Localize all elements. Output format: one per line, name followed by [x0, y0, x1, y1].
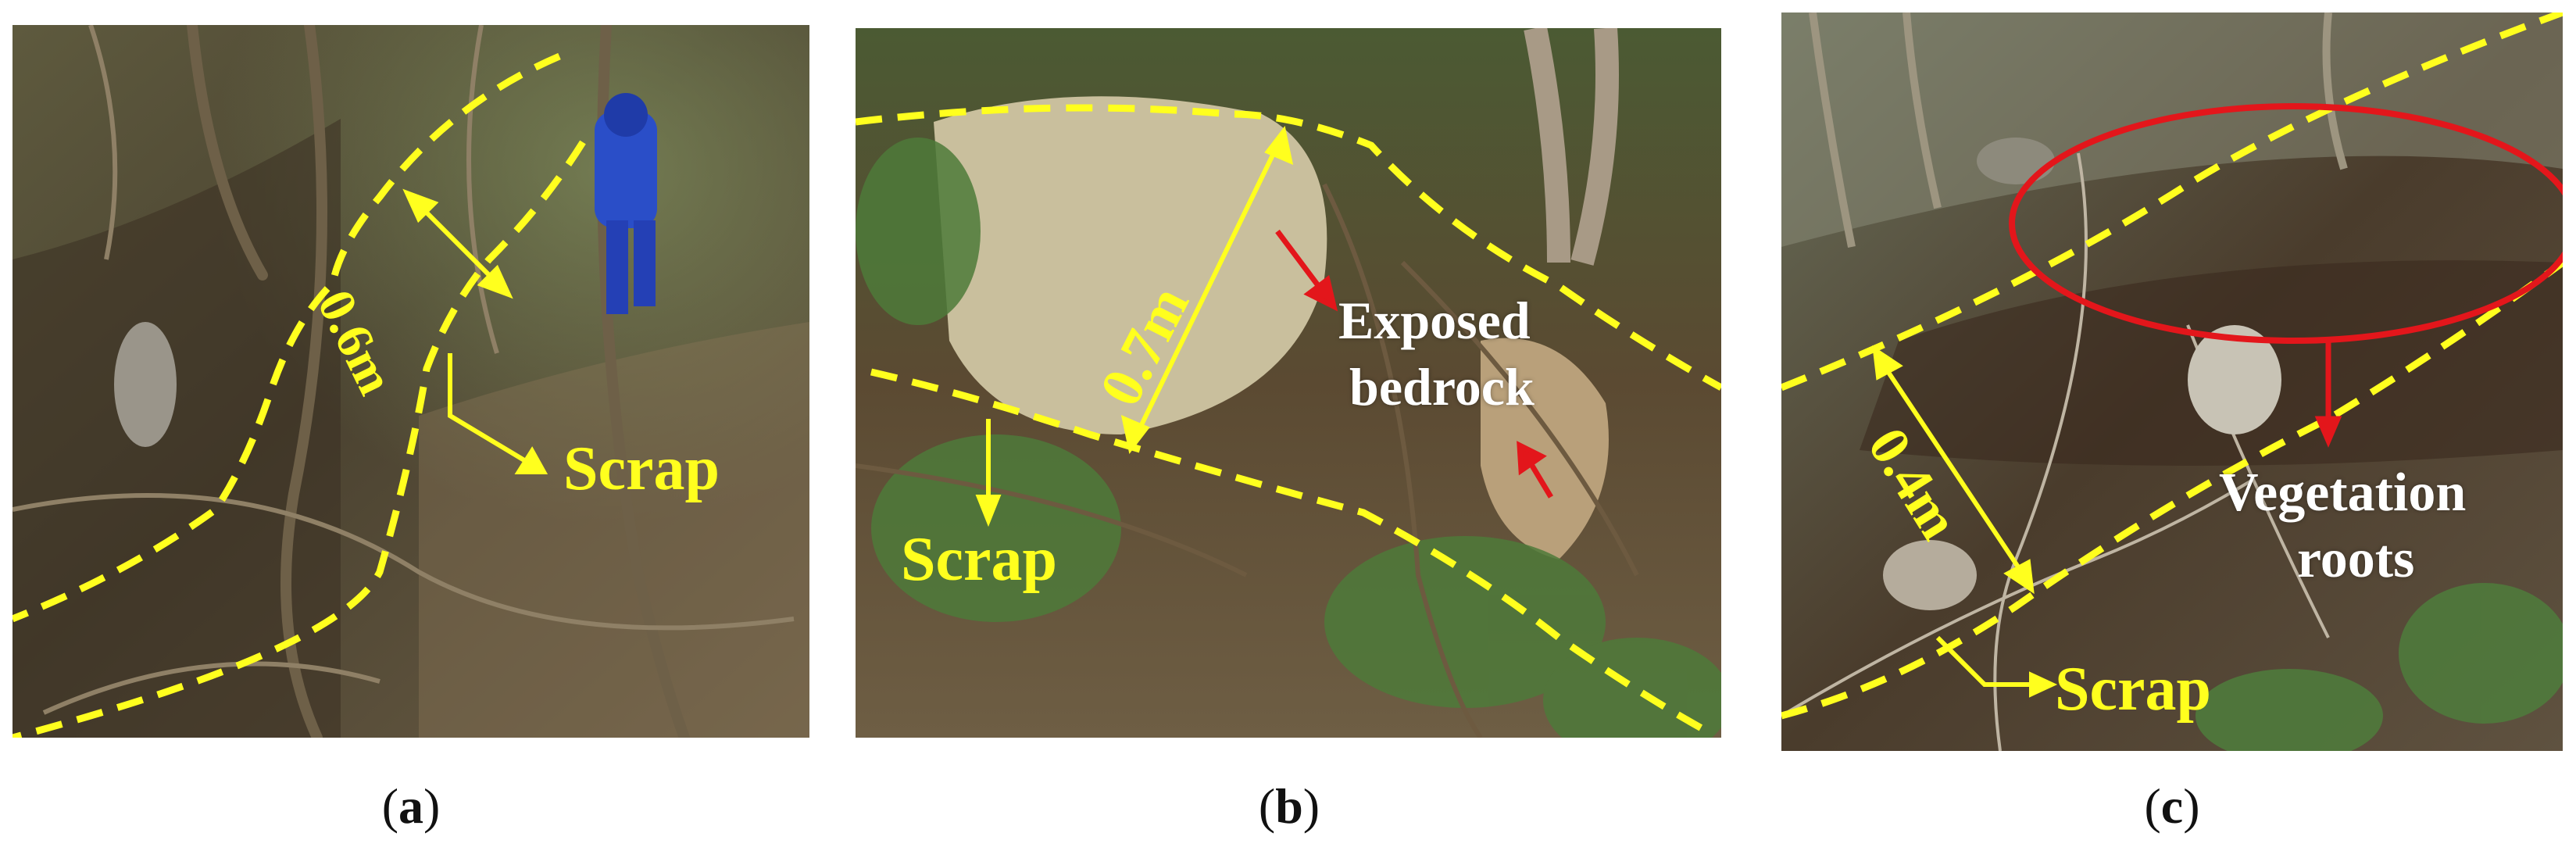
vegetation-label-line2: roots	[2297, 529, 2415, 589]
bedrock-face	[934, 96, 1327, 434]
caption-c: (c)	[2144, 778, 2200, 834]
scrap-boundary-a	[13, 52, 586, 738]
bedrock-label-line1: Exposed	[1338, 291, 1531, 350]
bedrock-label-line2: bedrock	[1349, 357, 1535, 416]
forest-slope-photo-b	[856, 28, 1721, 738]
measure-arrow-c	[1872, 345, 2035, 595]
photo-panel-a: 0.6m Scrap	[13, 25, 809, 738]
scrap-label-c: Scrap	[2055, 655, 2211, 724]
roots-arrow	[2314, 341, 2342, 448]
scrap-boundary-c	[1781, 13, 2563, 720]
scrap-pointer-b	[975, 419, 1002, 527]
measure-arrow-a	[402, 188, 513, 299]
caption-a: (a)	[381, 778, 441, 834]
bedrock-arrows	[1275, 229, 1554, 499]
scrap-label-b: Scrap	[901, 525, 1057, 594]
scrap-pointer-a	[448, 353, 548, 474]
forest-slope-photo-c	[1781, 13, 2563, 751]
vegetation-label-line1: Vegetation	[2219, 463, 2467, 523]
photo-panel-b: 0.7m Exposed bedrock Scrap	[856, 28, 1721, 738]
measure-arrow-b	[1120, 126, 1294, 454]
scrap-pointer-c	[1935, 635, 2058, 698]
forest-slope-photo-a	[13, 25, 809, 738]
scrap-label-a: Scrap	[563, 434, 720, 503]
vegetation-roots-highlight	[2009, 103, 2563, 344]
worker-figure	[595, 93, 657, 314]
scrap-boundary-b	[856, 104, 1721, 735]
caption-b: (b)	[1258, 778, 1320, 834]
photo-panel-c: 0.4m Vegetation roots Scrap	[1781, 13, 2563, 751]
